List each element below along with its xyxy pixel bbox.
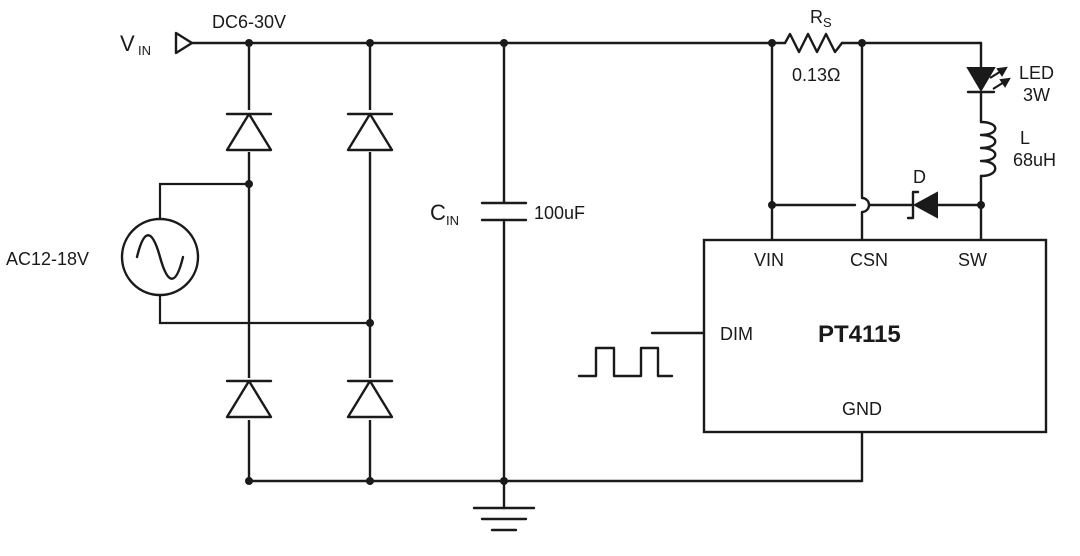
chip-pin-sw-label: SW [958, 250, 987, 270]
vin-terminal [174, 31, 194, 55]
rs-label: R [810, 7, 823, 27]
inductor-value-label: 68uH [1013, 150, 1056, 170]
inductor-name-label: L [1020, 128, 1030, 148]
ac-range-label: AC12-18V [6, 249, 89, 269]
ac-source-wire-top [158, 182, 249, 222]
schottky-diode-icon [906, 190, 938, 220]
ac-source-icon [120, 217, 200, 297]
bridge-diode-top-right [343, 110, 397, 152]
rs-value-label: 0.13Ω [792, 65, 841, 85]
pwm-waveform-icon [577, 346, 674, 378]
rs-resistor-icon [783, 32, 844, 54]
diode-name-label: D [913, 167, 926, 187]
pt4115-chip-body [702, 238, 1048, 434]
chip-csn-wire [860, 41, 871, 242]
junction-dot [768, 39, 776, 47]
junction-dot [245, 39, 253, 47]
junction-dot [366, 39, 374, 47]
junction-dot [245, 477, 253, 485]
led-icon [966, 66, 1011, 94]
junction-dot [977, 201, 985, 209]
cin-label-subscript: IN [446, 213, 459, 228]
bridge-diode-bottom-right [343, 378, 397, 420]
junction-dot [768, 201, 776, 209]
chip-pin-dim-label: DIM [720, 324, 753, 344]
rs-label-subscript: S [823, 15, 832, 30]
vin-label: V [120, 31, 135, 56]
junction-dot [245, 180, 253, 188]
cin-label: C [430, 200, 446, 225]
vin-label-subscript: IN [138, 43, 151, 58]
bridge-diode-bottom-left [222, 378, 276, 420]
junction-dot [366, 319, 374, 327]
chip-pin-vin-label: VIN [754, 250, 784, 270]
ac-source-wire-bottom [158, 293, 370, 325]
led-name-label: LED [1019, 63, 1054, 83]
ground-icon [472, 506, 536, 532]
cin-value-label: 100uF [534, 203, 585, 223]
dc-range-label: DC6-30V [212, 12, 286, 32]
junction-dot [500, 39, 508, 47]
junction-dot [366, 477, 374, 485]
cin-capacitor-icon [480, 201, 528, 222]
led-power-label: 3W [1023, 85, 1050, 105]
bridge-diode-top-left [222, 110, 276, 152]
chip-pin-gnd-label: GND [842, 399, 882, 419]
junction-dot [500, 477, 508, 485]
junction-dot [858, 39, 866, 47]
chip-name-label: PT4115 [818, 321, 901, 348]
inductor-icon [979, 120, 997, 178]
chip-pin-csn-label: CSN [850, 250, 888, 270]
